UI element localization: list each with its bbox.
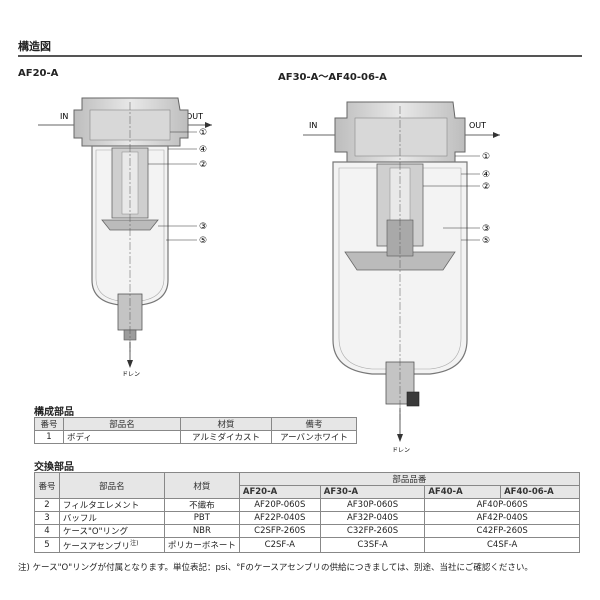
cell-no: 3 [34,511,60,525]
model-label-left: AF20-A [18,68,59,79]
table-row: 1 ボディ アルミダイカスト アーバンホワイト [34,430,357,444]
header-part-name: 部品名 [58,472,165,499]
cell-material: 不織布 [163,498,240,512]
header-part-name: 部品名 [63,417,181,431]
components-header-row: 番号 部品名 材質 備考 [34,417,357,431]
in-label: IN [60,112,68,121]
cell-material: アルミダイカスト [180,430,272,444]
components-table: 番号 部品名 材質 備考 1 ボディ アルミダイカスト アーバンホワイト [34,417,357,444]
drain-label: ドレン [392,447,410,454]
drain-label: ドレン [122,371,140,378]
cell-no: 4 [34,524,60,538]
af20-cross-section-diagram: IN OUT ドレン ① ④ ② ③ ⑤ [38,97,212,378]
out-label: OUT [186,112,203,121]
footnote: 注) ケース"O"リングが付属となります。単位表記：psi、°Fのケースアセンブ… [18,563,533,573]
header-material: 材質 [180,417,272,431]
cell-material: PBT [163,511,240,525]
header-model-af40-06: AF40-06-A [500,485,580,499]
cell-af30: AF32P-040S [319,511,426,525]
cell-af20: C2SFP-260S [238,524,321,538]
cell-af30: C3SF-A [319,537,426,553]
cell-af20: C2SF-A [238,537,321,553]
callout-3: ③ [199,222,207,232]
callout-1: ① [199,128,207,138]
callout-2: ② [199,160,207,170]
section-title: 構造図 [18,40,51,53]
header-remark: 備考 [271,417,357,431]
callout-4: ④ [199,145,207,155]
replacement-header-row-1: 番号 部品名 材質 部品品番 [34,472,581,499]
table-row: 3 バッフル PBT AF22P-040S AF32P-040S AF42P-0… [34,511,580,525]
header-model-af20: AF20-A [238,485,321,499]
cell-part-name: ケース"O"リング [58,524,165,538]
cell-af30: C32FP-260S [319,524,426,538]
components-table-title: 構成部品 [34,407,74,418]
cell-no: 5 [34,537,60,553]
cell-no: 2 [34,498,60,512]
callout-1: ① [482,152,490,162]
in-label: IN [309,121,317,130]
callout-5: ⑤ [199,236,207,246]
cell-part-name: ケースアセンブリ注) [58,537,165,553]
cell-af20: AF20P-060S [238,498,321,512]
cell-no: 1 [34,430,64,444]
cell-af30: AF30P-060S [319,498,426,512]
out-label: OUT [469,121,486,130]
cell-material: ポリカーボネート [163,537,240,553]
callout-5: ⑤ [482,236,490,246]
table-row: 2 フィルタエレメント 不織布 AF20P-060S AF30P-060S AF… [34,498,580,512]
header-part-number: 部品品番 [238,472,581,486]
cell-remark: アーバンホワイト [271,430,357,444]
header-no: 番号 [34,472,60,499]
table-row: 5 ケースアセンブリ注) ポリカーボネート C2SF-A C3SF-A C4SF… [34,537,580,553]
note-marker: 注) [130,540,139,547]
callout-4: ④ [482,170,490,180]
cell-af20: AF22P-040S [238,511,321,525]
header-model-af30: AF30-A [319,485,426,499]
table-row: 4 ケース"O"リング NBR C2SFP-260S C32FP-260S C4… [34,524,580,538]
cell-part-name: フィルタエレメント [58,498,165,512]
cell-af40: C42FP-260S [424,524,580,538]
part-name-text: ケースアセンブリ [62,541,131,552]
af30-af40-cross-section-diagram: IN OUT ドレン ① ④ ② ③ ⑤ [303,101,500,454]
cell-part-name: ボディ [63,430,181,444]
cell-af40: AF40P-060S [424,498,580,512]
section-divider [18,55,582,57]
cell-material: NBR [163,524,240,538]
callout-2: ② [482,182,490,192]
model-label-right: AF30-A〜AF40-06-A [278,72,387,83]
header-model-af40: AF40-A [424,485,502,499]
cell-af40: C4SF-A [424,537,580,553]
callout-3: ③ [482,224,490,234]
replacement-table-title: 交換部品 [34,462,74,473]
cell-part-name: バッフル [58,511,165,525]
header-no: 番号 [34,417,64,431]
cell-af40: AF42P-040S [424,511,580,525]
replacement-parts-table: 番号 部品名 材質 部品品番 AF20-A AF30-A AF40-A AF40… [34,472,581,553]
header-material: 材質 [163,472,240,499]
